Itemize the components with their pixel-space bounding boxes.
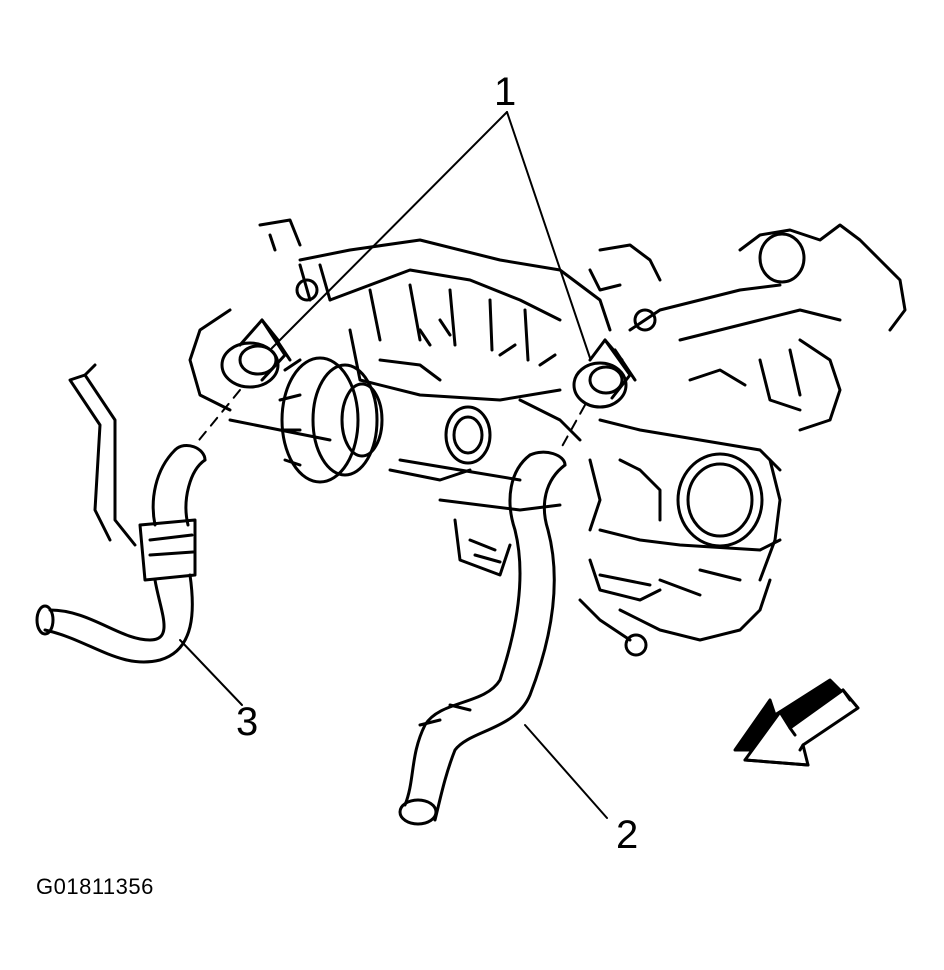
engine-block bbox=[188, 218, 907, 657]
figure-id: G01811356 bbox=[36, 874, 154, 899]
hose-clamp-right bbox=[572, 338, 637, 409]
front-direction-arrow-icon bbox=[733, 678, 860, 767]
leader-lines bbox=[179, 111, 608, 819]
hose-clamp-left bbox=[220, 318, 292, 389]
callout-3: 3 bbox=[236, 700, 259, 744]
heater-hose-3 bbox=[35, 363, 207, 664]
heater-hose-2 bbox=[398, 450, 567, 826]
callout-1: 1 bbox=[494, 70, 517, 114]
callout-2: 2 bbox=[616, 813, 639, 857]
